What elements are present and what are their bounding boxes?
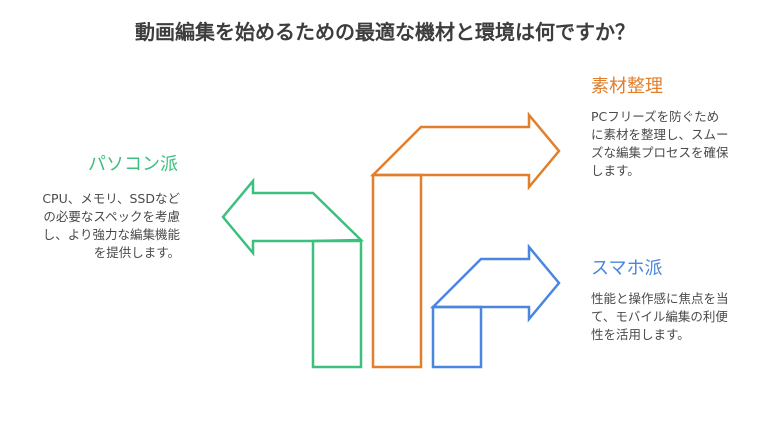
pc-description: CPU、メモリ、SSDなどの必要なスペックを考慮し、より強力な編集機能を提供しま… <box>42 191 180 260</box>
material-description: PCフリーズを防ぐために素材を整理し、スムーズな編集プロセスを確保します。 <box>591 109 729 178</box>
material-arrow <box>369 111 561 191</box>
material-arrow-stem <box>371 173 423 369</box>
material-heading: 素材整理 <box>591 76 663 97</box>
pc-heading: パソコン派 <box>88 154 178 175</box>
pc-arrow-stem <box>311 239 363 369</box>
phone-description: 性能と操作感に焦点を当て、モバイル編集の利便性を活用します。 <box>591 291 729 342</box>
diagram-title: 動画編集を始めるための最適な機材と環境は何ですか？ <box>135 20 635 44</box>
phone-heading: スマホ派 <box>591 258 663 279</box>
phone-arrow-stem <box>431 305 483 369</box>
pc-arrow <box>221 177 364 257</box>
phone-arrow <box>429 243 561 323</box>
